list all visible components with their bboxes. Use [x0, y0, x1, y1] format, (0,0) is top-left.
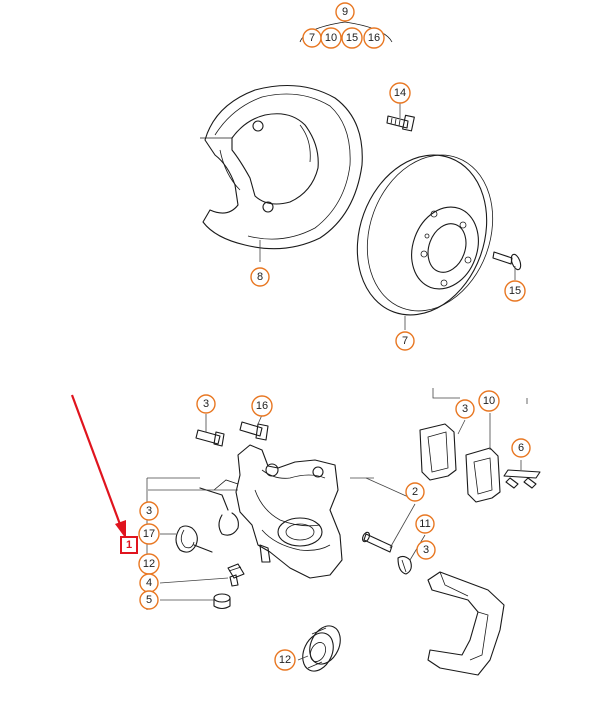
- callout-15-top[interactable]: 15: [341, 27, 363, 49]
- svg-text:8: 8: [257, 271, 263, 283]
- leader-lines: [146, 103, 528, 661]
- svg-text:1: 1: [126, 539, 132, 551]
- wheel-bearing-drawing: [302, 625, 341, 672]
- svg-text:4: 4: [146, 577, 152, 589]
- callout-5[interactable]: 5: [139, 590, 159, 610]
- svg-text:15: 15: [346, 32, 358, 44]
- svg-text:11: 11: [419, 518, 430, 530]
- svg-text:12: 12: [143, 558, 155, 570]
- svg-text:10: 10: [483, 395, 495, 407]
- svg-text:2: 2: [412, 486, 418, 498]
- callout-7-top[interactable]: 7: [302, 28, 322, 48]
- callout-9[interactable]: 9: [335, 2, 355, 22]
- bleed-valve-drawing: [227, 563, 245, 587]
- svg-text:5: 5: [146, 594, 152, 606]
- callout-2[interactable]: 2: [405, 482, 425, 502]
- screw-15-drawing: [492, 251, 522, 271]
- callout-3-pads[interactable]: 3: [455, 399, 475, 419]
- svg-text:10: 10: [325, 32, 337, 44]
- svg-text:7: 7: [309, 32, 315, 44]
- callout-1-selected[interactable]: 1: [120, 536, 138, 554]
- svg-text:9: 9: [342, 6, 348, 18]
- svg-text:6: 6: [518, 442, 524, 454]
- brake-carrier-drawing: [427, 571, 505, 676]
- svg-text:12: 12: [279, 654, 291, 666]
- spring-17-drawing: [175, 479, 239, 553]
- caliper-bolts-drawing: [195, 421, 269, 447]
- callout-11[interactable]: 11: [415, 514, 435, 534]
- callout-17[interactable]: 17: [138, 523, 160, 545]
- callout-3-bolt[interactable]: 3: [196, 394, 216, 414]
- splash-shield-drawing: [200, 84, 363, 250]
- callout-15-disc[interactable]: 15: [504, 280, 526, 302]
- caliper-housing-drawing: [235, 444, 343, 579]
- svg-text:3: 3: [203, 398, 209, 410]
- svg-text:3: 3: [462, 403, 468, 415]
- callout-7-disc[interactable]: 7: [395, 331, 415, 351]
- bolt-14-drawing: [386, 114, 415, 132]
- callout-16-bolt[interactable]: 16: [251, 395, 273, 417]
- red-arrow-icon: [70, 394, 126, 539]
- callout-14[interactable]: 14: [389, 82, 411, 104]
- cap-5-drawing: [213, 593, 231, 610]
- callout-4[interactable]: 4: [139, 573, 159, 593]
- svg-text:15: 15: [509, 285, 521, 297]
- callout-3-pin[interactable]: 3: [416, 540, 436, 560]
- callout-8[interactable]: 8: [250, 267, 270, 287]
- svg-text:7: 7: [402, 335, 408, 347]
- svg-text:3: 3: [423, 544, 429, 556]
- svg-text:16: 16: [256, 400, 268, 412]
- callout-10-pads[interactable]: 10: [478, 390, 500, 412]
- brake-disc-drawing: [356, 154, 494, 316]
- svg-text:17: 17: [143, 528, 155, 540]
- callout-10-top[interactable]: 10: [320, 27, 342, 49]
- brake-pads-drawing: [419, 423, 501, 503]
- svg-text:14: 14: [394, 87, 406, 99]
- callout-6[interactable]: 6: [511, 438, 531, 458]
- svg-text:3: 3: [146, 505, 152, 517]
- callout-12-bottom[interactable]: 12: [274, 649, 296, 671]
- callout-12-left[interactable]: 12: [138, 553, 160, 575]
- pad-clips-drawing: [503, 469, 541, 489]
- svg-text:16: 16: [368, 32, 380, 44]
- guide-pin-drawing: [362, 531, 412, 575]
- callout-16-top[interactable]: 16: [363, 27, 385, 49]
- callout-3-left[interactable]: 3: [139, 501, 159, 521]
